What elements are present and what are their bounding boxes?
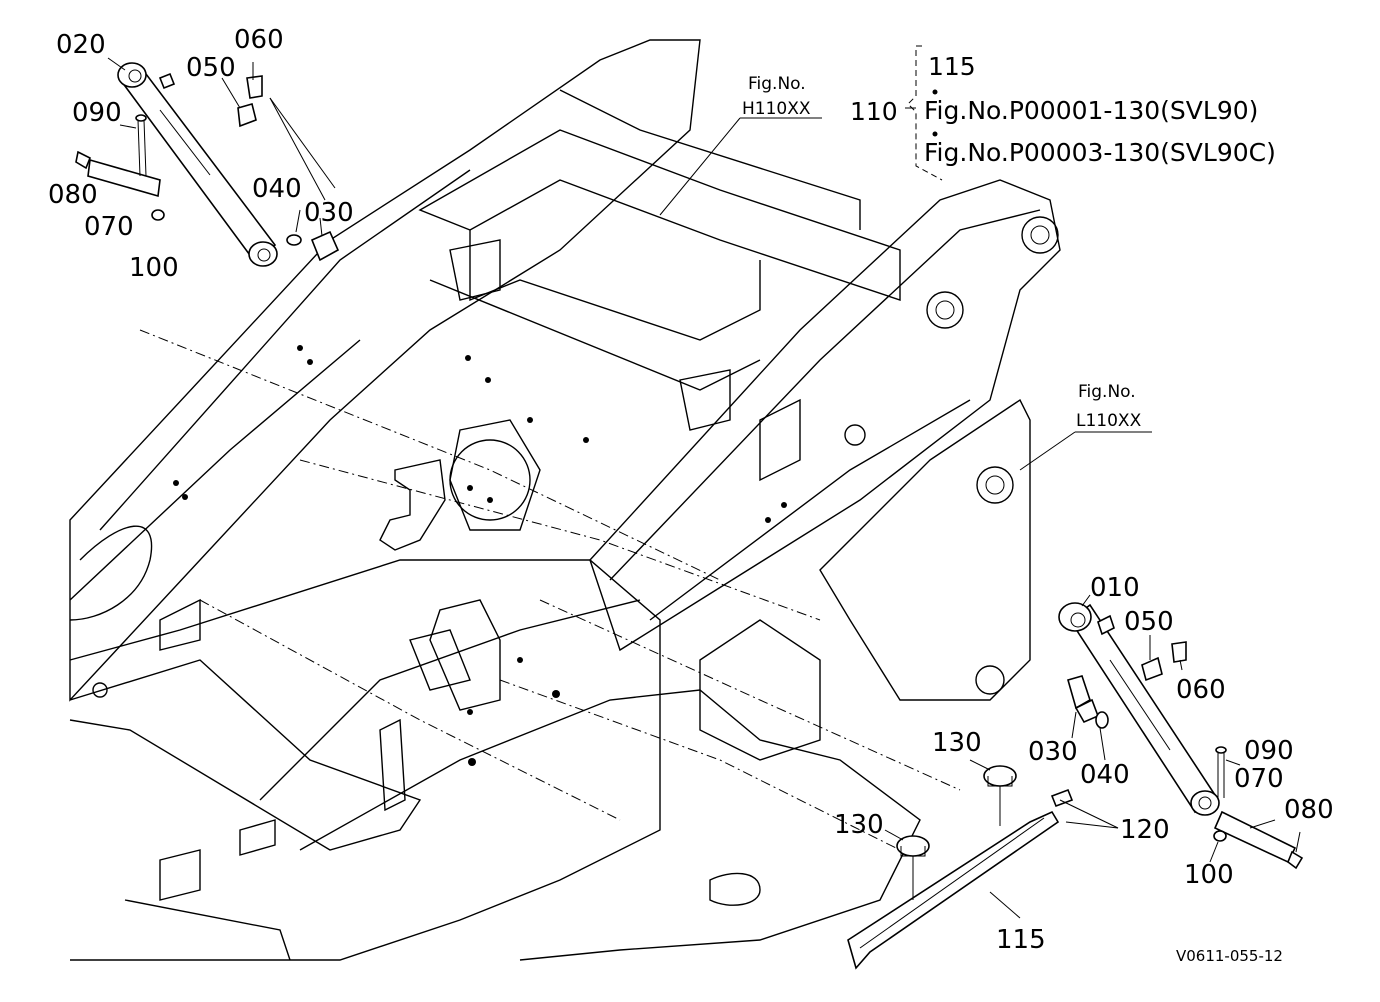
callout-110: 110 (850, 97, 898, 126)
callout-090-top: 090 (72, 98, 122, 128)
callout-115-ref: 115 (928, 52, 976, 81)
callout-100-bottom: 100 (1184, 860, 1234, 890)
callout-100-top: 100 (129, 253, 179, 283)
fig-ref-l-label: Fig.No. (1078, 382, 1136, 402)
callout-080-top: 080 (48, 180, 98, 210)
fig-ref-h-id: H110XX (742, 99, 811, 119)
callout-020: 020 (56, 30, 106, 60)
cylinder-assembly-upper (75, 62, 340, 267)
callout-040-bottom: 040 (1080, 760, 1130, 790)
part-callouts: 020 060 050 090 080 040 030 070 100 010 … (48, 25, 1334, 955)
callout-130-b: 130 (834, 810, 884, 840)
callout-060-bottom: 060 (1176, 675, 1226, 705)
callout-060-top: 060 (234, 25, 284, 55)
callout-030-bottom: 030 (1028, 737, 1078, 767)
callout-130-a: 130 (932, 728, 982, 758)
leader-lines (107, 45, 1301, 919)
callout-070-top: 070 (84, 212, 134, 242)
callout-115-bottom: 115 (996, 925, 1046, 955)
drawing-code: V0611-055-12 (1176, 947, 1283, 965)
callout-050-bottom: 050 (1124, 607, 1174, 637)
fig-ref-l-id: L110XX (1076, 411, 1142, 431)
reference-svl90c: Fig.No.P00003-130(SVL90C) (924, 138, 1276, 167)
loader-frame-drawing (69, 39, 1061, 961)
callout-080-bottom: 080 (1284, 795, 1334, 825)
callout-090-bottom: 090 (1244, 736, 1294, 766)
callout-010: 010 (1090, 573, 1140, 603)
callout-070-bottom: 070 (1234, 764, 1284, 794)
callout-030-top: 030 (304, 198, 354, 228)
callout-040-top: 040 (252, 174, 302, 204)
fig-ref-h-label: Fig.No. (748, 74, 806, 94)
guard-plate-assembly (847, 765, 1074, 970)
callout-120: 120 (1120, 815, 1170, 845)
cylinder-assembly-lower (1058, 602, 1304, 870)
reference-svl90: Fig.No.P00001-130(SVL90) (924, 96, 1258, 125)
figure-references: Fig.No. H110XX Fig.No. L110XX 110 115 Fi… (742, 52, 1276, 431)
callout-050-top: 050 (186, 53, 236, 83)
